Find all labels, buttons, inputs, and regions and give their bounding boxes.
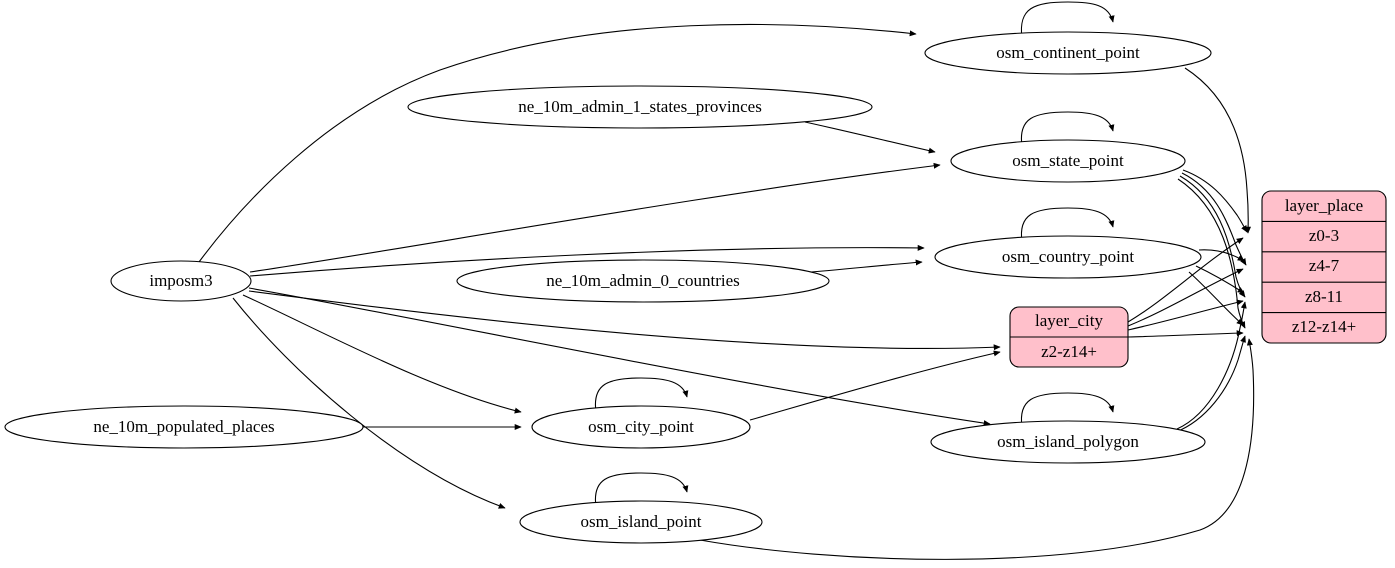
node-osm_country_point[interactable]: osm_country_point (934, 235, 1202, 279)
node-shape-osm_island_polygon[interactable] (930, 420, 1206, 464)
node-label-ne_states: ne_10m_admin_1_states_provinces (518, 97, 762, 116)
edge-ne_states-to-osm_state_point (804, 121, 936, 154)
node-osm_island_point[interactable]: osm_island_point (519, 500, 763, 544)
edge-layer_city-to-layer_place-z4-7 (1127, 268, 1244, 327)
node-shape-osm_state_point[interactable] (950, 139, 1186, 183)
edge-selfloop-osm_island_polygon (1020, 392, 1115, 428)
edge-imposm3-to-osm_country_point (249, 244, 925, 277)
edge-osm_island_polygon-to-layer_place-z8-11 (1176, 301, 1247, 430)
edge-osm_island_point-to-layer_place-z12-z14 (699, 338, 1255, 560)
edge-osm_city_point-to-layer_city (749, 350, 1001, 421)
edge-imposm3-to-osm_continent_point (198, 23, 917, 263)
edge-layer_city-to-layer_place-z0-3 (1127, 237, 1244, 323)
edge-imposm3-to-osm_city_point (242, 294, 522, 414)
edge-imposm3-to-osm_state_point (249, 162, 941, 273)
node-shape-imposm3[interactable] (110, 260, 252, 302)
edge-osm_continent_point-to-layer_place-z0-3 (1184, 67, 1252, 234)
edge-osm_state_point-to-layer_place-z0-3 (1182, 169, 1248, 233)
edge-layer_city-to-layer_place-z8-11 (1127, 299, 1244, 331)
edge-selfloop-osm_continent_point (1020, 1, 1115, 39)
node-osm_state_point[interactable]: osm_state_point (950, 139, 1186, 183)
node-layer: imposm3 ne_10m_admin_1_states_provinces … (4, 31, 1387, 544)
record-box-layer_place[interactable] (1261, 190, 1387, 344)
node-shape-osm_island_point[interactable] (519, 500, 763, 544)
node-label-ne_places: ne_10m_populated_places (93, 417, 274, 436)
node-shape-osm_continent_point[interactable] (924, 31, 1212, 75)
edge-ne_countries-to-osm_country_point (799, 259, 923, 274)
edge-layer_city-to-layer_place-z12-z14 (1127, 330, 1244, 338)
edge-osm_island_polygon-to-layer_place-z12-z14 (1175, 335, 1246, 433)
record-row-z4-7[interactable]: z4-7 (1309, 256, 1340, 275)
node-imposm3[interactable]: imposm3 (110, 260, 252, 302)
node-label-osm_island_point: osm_island_point (581, 512, 702, 531)
node-ne_10m_admin_0_countries[interactable]: ne_10m_admin_0_countries (456, 259, 830, 303)
edge-selfloop-osm_state_point (1020, 111, 1115, 147)
edge-osm_country_point-to-layer_place-z12-z14 (1188, 271, 1244, 326)
node-shape-osm_city_point[interactable] (531, 405, 751, 449)
node-ne_10m_populated_places[interactable]: ne_10m_populated_places (4, 405, 364, 449)
record-row-z12-z14[interactable]: z12-z14+ (1292, 317, 1356, 336)
node-shape-ne_states[interactable] (407, 85, 873, 129)
record-title-layer_place: layer_place (1285, 196, 1363, 215)
edge-selfloop-osm_city_point (594, 377, 689, 413)
node-label-ne_countries: ne_10m_admin_0_countries (546, 271, 740, 290)
node-label-osm_state_point: osm_state_point (1012, 151, 1124, 170)
edge-osm_country_point-to-layer_place-z4-7 (1198, 249, 1245, 262)
edge-selfloop-osm_island_point (594, 472, 689, 508)
node-label-osm_island_polygon: osm_island_polygon (997, 432, 1139, 451)
node-ne_10m_admin_1_states_provinces[interactable]: ne_10m_admin_1_states_provinces (407, 85, 873, 129)
node-shape-ne_places[interactable] (4, 405, 364, 449)
edge-imposm3-to-layer_city (248, 290, 1001, 351)
node-label-osm_country_point: osm_country_point (1002, 247, 1134, 266)
node-osm_island_polygon[interactable]: osm_island_polygon (930, 420, 1206, 464)
record-title-layer_city: layer_city (1035, 311, 1103, 330)
node-shape-ne_countries[interactable] (456, 259, 830, 303)
node-label-osm_continent_point: osm_continent_point (996, 43, 1140, 62)
edge-imposm3-to-osm_island_point (232, 297, 506, 509)
node-label-osm_city_point: osm_city_point (588, 417, 694, 436)
node-osm_continent_point[interactable]: osm_continent_point (924, 31, 1212, 75)
edge-osm_state_point-to-layer_place-z8-11 (1179, 175, 1246, 298)
node-shape-osm_country_point[interactable] (934, 235, 1202, 279)
node-osm_city_point[interactable]: osm_city_point (531, 405, 751, 449)
record-row-z2-z14[interactable]: z2-z14+ (1041, 342, 1097, 361)
edge-selfloop-osm_country_point (1020, 207, 1115, 243)
edge-imposm3-to-osm_island_polygon (248, 287, 991, 427)
record-row-z8-11[interactable]: z8-11 (1305, 287, 1343, 306)
edge-layer (198, 1, 1255, 560)
node-label-imposm3: imposm3 (149, 271, 212, 290)
record-node-layer_place[interactable]: layer_place z0-3 z4-7 z8-11 z12-z14+ (1261, 190, 1387, 344)
record-row-z0-3[interactable]: z0-3 (1309, 226, 1339, 245)
record-node-layer_city[interactable]: layer_city z2-z14+ (1009, 306, 1129, 368)
